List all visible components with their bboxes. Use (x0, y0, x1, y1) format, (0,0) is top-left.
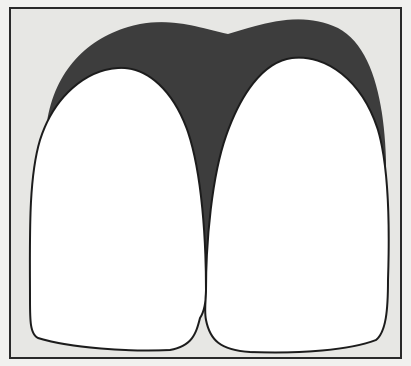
dental-diagram-canvas (0, 0, 411, 366)
dental-diagram (0, 0, 411, 366)
